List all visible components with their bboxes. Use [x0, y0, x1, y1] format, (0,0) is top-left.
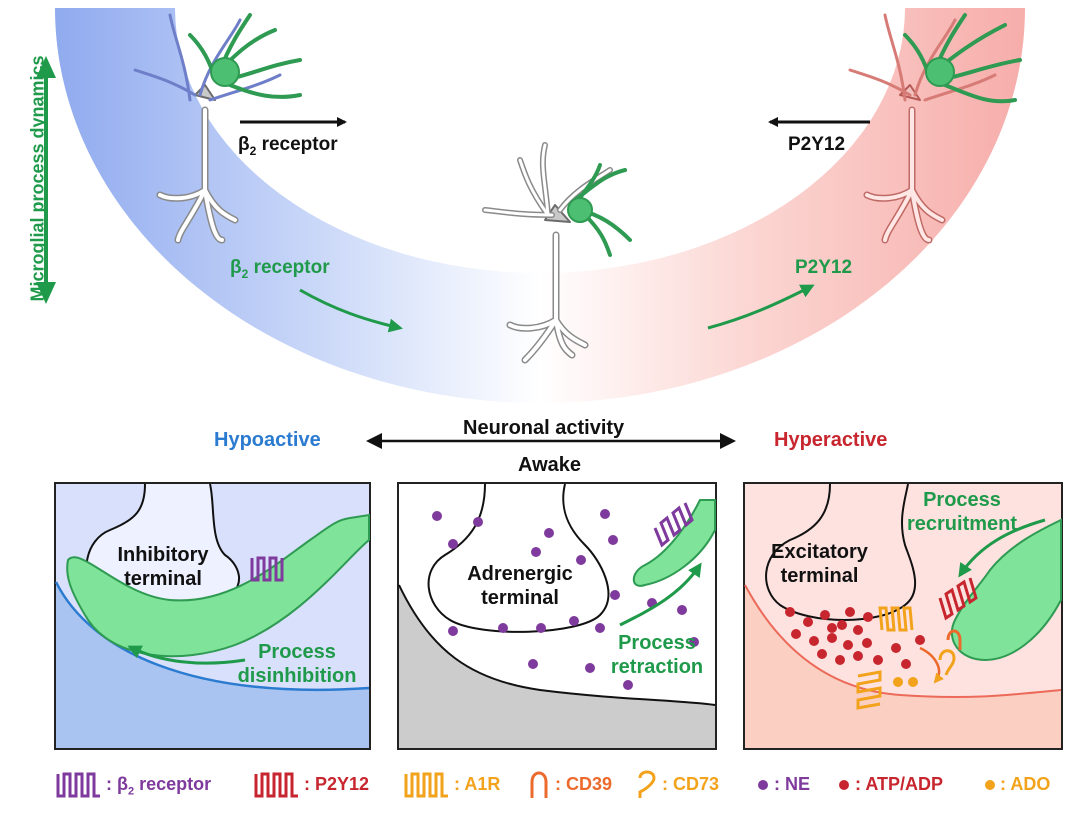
adrenergic-terminal-label: Adrenergic terminal [455, 562, 585, 610]
retraction-arrow [619, 562, 702, 627]
cd73-icon [938, 649, 956, 676]
legend-beta-symbol: : β [106, 774, 128, 794]
beta2-lower-label: β2 receptor [230, 257, 330, 281]
beta-rest: receptor [256, 134, 338, 155]
legend-ado-dot [985, 780, 995, 790]
disinhibition-arrow [127, 645, 246, 665]
atp-dots [785, 607, 925, 669]
legend-beta-subscript: 2 [127, 785, 135, 798]
panel-hypoactive [54, 482, 371, 750]
beta-subscript: 2 [241, 266, 249, 281]
process-line-1: Process [923, 489, 1001, 511]
ado-arrow [919, 646, 944, 684]
legend-ne-dot [758, 780, 768, 790]
process-retraction-label: Process retraction [602, 631, 712, 679]
beta2-receptor-icon [653, 502, 694, 548]
terminal-line-2: terminal [481, 587, 559, 609]
inhibitory-terminal-label: Inhibitory terminal [98, 543, 228, 591]
process-line-2: disinhibition [237, 665, 357, 687]
cd39-icon [946, 629, 962, 650]
recruitment-arrow [958, 518, 1046, 578]
beta2-top-label: β2 receptor [238, 134, 338, 158]
y-axis-label: Microglial process dynamics [27, 55, 48, 302]
process-disinhibition-label: Process disinhibition [222, 640, 372, 688]
beta-symbol: β [230, 257, 242, 278]
a1r-receptor-icon [878, 606, 914, 632]
legend-a1r-icon [404, 772, 448, 798]
process-recruitment-label: Process recruitment [892, 488, 1032, 536]
hyperactive-label: Hyperactive [774, 429, 888, 451]
vertical-double-arrow-icon [36, 56, 56, 304]
ado-dots [893, 677, 918, 687]
process-line-2: retraction [610, 656, 704, 678]
activity-arc-band [55, 8, 1025, 403]
process-line-1: Process [258, 641, 336, 663]
legend-ado-label: : ADO [1000, 774, 1051, 794]
terminal-line-1: Inhibitory [117, 544, 209, 566]
legend-p2y12-icon [254, 772, 298, 798]
neuronal-activity-label: Neuronal activity [463, 417, 625, 439]
terminal-line-2: terminal [780, 565, 859, 587]
process-line-1: Process [618, 632, 696, 654]
excitatory-terminal-label: Excitatory terminal [757, 540, 882, 588]
awake-label: Awake [518, 454, 582, 476]
beta2-green-arrow [299, 288, 403, 333]
neuronal-activity-double-arrow-icon [366, 433, 736, 449]
legend-cd73-label: : CD73 [662, 774, 720, 794]
legend-ne-label: : NE [774, 774, 810, 794]
legend-cd39-label: : CD39 [555, 774, 613, 794]
neuron-center-icon [482, 142, 632, 364]
ne-dots [432, 509, 699, 690]
panel-awake [397, 482, 717, 750]
neuron-left-icon [133, 13, 302, 244]
terminal-line-2: terminal [124, 568, 202, 590]
legend-a1r-label: : A1R [454, 774, 501, 794]
a1r-receptor-icon [856, 670, 882, 710]
legend-atp-dot [839, 780, 849, 790]
p2y12-green-arrow [707, 284, 815, 330]
legend-cd73-icon [638, 770, 656, 798]
beta-rest: receptor [248, 257, 330, 278]
p2y12-lower-label: P2Y12 [795, 257, 853, 278]
p2y12-receptor-icon [938, 577, 978, 621]
legend-cd39-icon [530, 771, 548, 798]
terminal-line-1: Adrenergic [467, 563, 573, 585]
hypoactive-label: Hypoactive [214, 429, 321, 451]
legend-beta-rest: receptor [134, 774, 212, 794]
legend-atp-label: : ATP/ADP [855, 774, 943, 794]
process-line-2: recruitment [906, 513, 1018, 535]
beta-symbol: β [238, 134, 250, 155]
legend-beta2-icon [56, 772, 100, 798]
neuron-right-icon [848, 13, 1022, 244]
legend-p2y12-label: : P2Y12 [304, 774, 370, 794]
p2y12-top-label: P2Y12 [788, 134, 846, 155]
terminal-line-1: Excitatory [771, 541, 868, 563]
legend-beta2-label: : β2 receptor [106, 774, 211, 798]
beta2-receptor-icon [250, 556, 284, 582]
panel-hyperactive [743, 482, 1063, 750]
beta-subscript: 2 [249, 143, 257, 158]
